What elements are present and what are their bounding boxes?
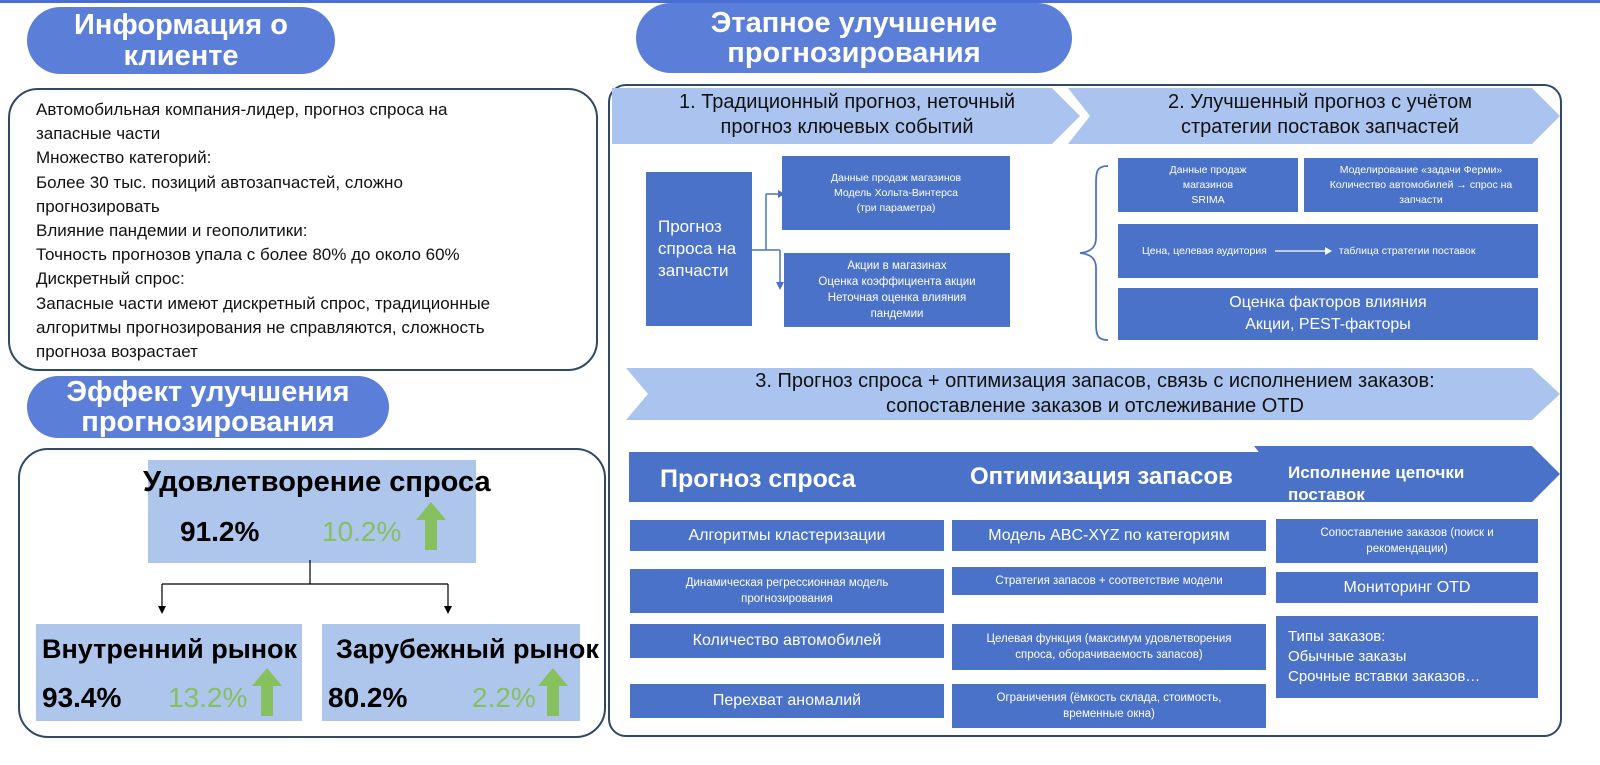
domestic-gain: 13.2% xyxy=(168,682,248,713)
client-info-line: Запасные части имеют дискретный спрос, т… xyxy=(36,293,491,313)
stage2-price-right: таблица стратегии поставок xyxy=(1338,244,1476,257)
client-info-line: запасные части xyxy=(36,124,161,144)
stages-title: Этапное улучшение прогнозирования xyxy=(636,3,1072,73)
stage3-arrow-text: 3. Прогноз спроса + оптимизация запасов,… xyxy=(755,370,1435,417)
col1-item: Количество автомобилей xyxy=(630,624,944,658)
client-info-line: Точность прогнозов упала с более 80% до … xyxy=(36,245,460,265)
arrow-right-icon xyxy=(1274,247,1332,255)
col1-item: Перехват аномалий xyxy=(630,684,944,718)
client-info-line: Влияние пандемии и геополитики: xyxy=(36,221,308,241)
stage2-brace xyxy=(1079,165,1109,341)
stage2-price-box: Цена, целевая аудитория таблица стратеги… xyxy=(1118,224,1538,278)
top-accent-line xyxy=(0,0,1600,3)
domestic-box xyxy=(36,624,302,721)
col3-item: Мониторинг OTD xyxy=(1276,572,1538,603)
col2-header-arrow xyxy=(932,452,1288,502)
satisfaction-gain: 10.2% xyxy=(322,516,402,547)
client-info-line: Множество категорий: xyxy=(36,148,212,168)
client-info-line: алгоритмы прогнозирования не справляются… xyxy=(36,317,485,337)
client-info-panel xyxy=(8,88,598,371)
up-arrow-icon xyxy=(416,502,446,550)
stage3-arrow xyxy=(626,368,1560,420)
col3-item: Типы заказов: Обычные заказы Срочные вст… xyxy=(1276,616,1538,698)
col3-header: Исполнение цепочки поставок xyxy=(1288,463,1465,504)
domestic-title: Внутренний рынок xyxy=(42,634,298,664)
effect-title: Эффект улучшения прогнозирования xyxy=(27,376,389,438)
stage1-arrow xyxy=(612,88,1080,144)
col2-item: Стратегия запасов + соответствие модели xyxy=(952,567,1266,595)
stage1-promo-box: Акции в магазинах Оценка коэффициента ак… xyxy=(784,253,1010,327)
stage2-sales-box: Данные продаж магазинов SRIMA xyxy=(1118,158,1298,212)
foreign-title: Зарубежный рынок xyxy=(336,634,599,664)
col3-item: Сопоставление заказов (поиск и рекоменда… xyxy=(1276,519,1538,563)
col1-item: Динамическая регрессионная модель прогно… xyxy=(630,569,944,613)
foreign-gain: 2.2% xyxy=(472,682,536,713)
client-info-line: прогнозировать xyxy=(36,196,160,216)
client-info-line: прогноза возрастает xyxy=(36,342,198,362)
stage1-arrow-text: 1. Традиционный прогноз, неточный прогно… xyxy=(678,91,1016,138)
foreign-value: 80.2% xyxy=(328,682,408,713)
client-info-title: Информация о клиенте xyxy=(27,7,335,74)
domestic-value: 93.4% xyxy=(42,682,122,713)
up-arrow-icon xyxy=(538,668,568,716)
col2-item: Модель ABC-XYZ по категориям xyxy=(952,520,1266,551)
stage2-price-left: Цена, целевая аудитория xyxy=(1142,244,1267,257)
client-info-line: Более 30 тыс. позиций автозапчастей, сло… xyxy=(36,172,403,192)
stage2-arrow xyxy=(1068,88,1560,144)
col1-header-arrow xyxy=(629,452,965,502)
client-info-line: Автомобильная компания-лидер, прогноз сп… xyxy=(36,100,448,119)
stage1-main-box: Прогноз спроса на запчасти xyxy=(646,172,752,326)
stage2-arrow-text: 2. Улучшенный прогноз с учётом стратегии… xyxy=(1167,91,1472,138)
satisfaction-box xyxy=(148,460,476,563)
col2-header: Оптимизация запасов xyxy=(970,463,1233,490)
stage2-fermi-box: Моделирование «задачи Ферми» Количество … xyxy=(1304,158,1538,212)
tree-connector xyxy=(158,560,452,614)
stage1-connector xyxy=(752,190,785,290)
satisfaction-title: Удовлетворение спроса xyxy=(143,466,491,498)
col2-item: Ограничения (ёмкость склада, стоимость, … xyxy=(952,684,1266,728)
satisfaction-value: 91.2% xyxy=(180,516,260,547)
col2-item: Целевая функция (максимум удовлетворения… xyxy=(952,624,1266,670)
col1-header: Прогноз спроса xyxy=(660,465,856,493)
up-arrow-icon xyxy=(252,668,282,716)
client-info-text: Автомобильная компания-лидер, прогноз сп… xyxy=(36,98,591,364)
col1-item: Алгоритмы кластеризации xyxy=(630,520,944,551)
stage1-sales-box: Данные продаж магазинов Модель Хольта-Ви… xyxy=(782,156,1010,230)
col3-header-arrow xyxy=(1254,446,1560,502)
foreign-box xyxy=(322,624,580,721)
client-info-line: Дискретный спрос: xyxy=(36,269,185,289)
stage2-factors-box: Оценка факторов влияния Акции, PEST-факт… xyxy=(1118,288,1538,340)
